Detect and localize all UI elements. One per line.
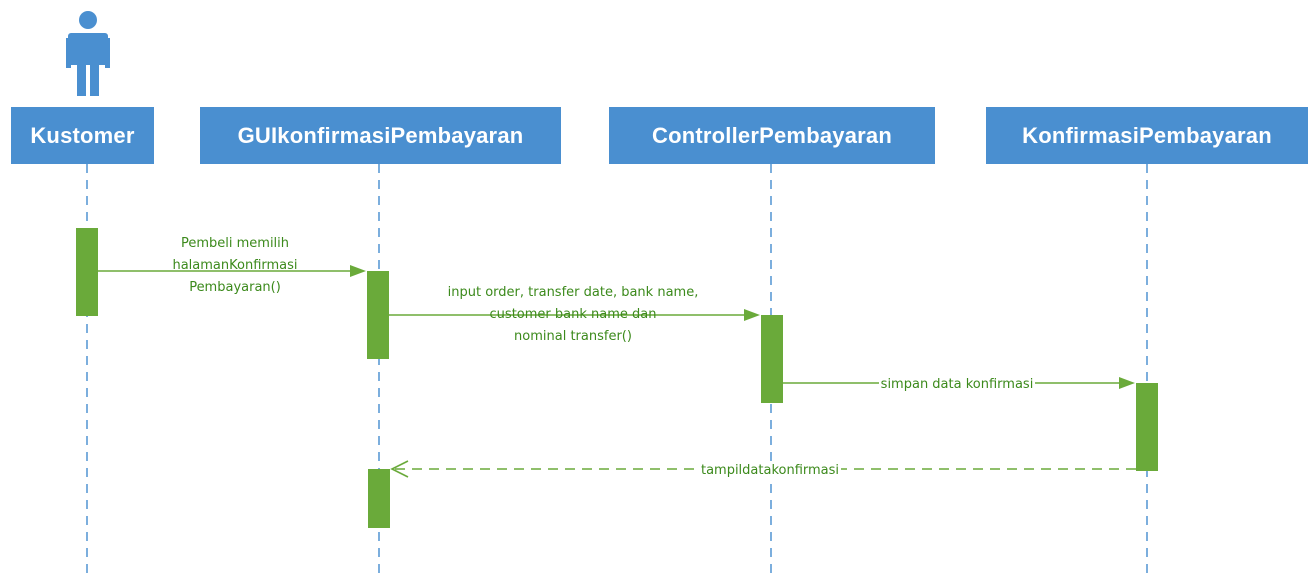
message-label-2: input order, transfer date, bank name, c…	[418, 282, 728, 348]
message-line: Pembeli memilih	[180, 236, 290, 251]
actor-icon	[66, 11, 110, 96]
activation-controller	[761, 315, 783, 403]
message-arrow-2	[389, 309, 760, 321]
message-line: tampildatakonfirmasi	[698, 463, 842, 478]
activation-gui-2	[368, 469, 390, 528]
message-label-3: simpan data konfirmasi	[862, 374, 1052, 396]
message-line: halamanKonfirmasi	[172, 258, 298, 273]
message-line: Pembayaran()	[189, 280, 281, 295]
activation-konfirmasi	[1136, 383, 1158, 471]
lifeline-header-konfirmasi: KonfirmasiPembayaran	[986, 107, 1308, 164]
lifeline-label: KonfirmasiPembayaran	[1022, 122, 1272, 148]
message-label-1: Pembeli memilih halamanKonfirmasi Pembay…	[150, 233, 320, 299]
message-line: input order, transfer date, bank name,	[447, 285, 699, 300]
message-label-4: tampildatakonfirmasi	[680, 460, 860, 482]
message-arrow-1	[98, 265, 366, 277]
lifeline-label: Kustomer	[30, 122, 135, 148]
lifeline-label: GUIkonfirmasiPembayaran	[237, 122, 524, 148]
message-line: nominal transfer()	[514, 329, 632, 344]
return-arrow-4	[390, 460, 1136, 478]
lifeline-header-gui: GUIkonfirmasiPembayaran	[200, 107, 561, 164]
activation-gui-1	[367, 271, 389, 359]
lifeline-header-kustomer: Kustomer	[11, 107, 154, 164]
message-line: simpan data konfirmasi	[878, 377, 1036, 392]
activation-kustomer	[76, 228, 98, 316]
lifeline-label: ControllerPembayaran	[652, 122, 892, 148]
message-line: customer bank name dan	[489, 307, 657, 322]
lifeline-header-controller: ControllerPembayaran	[609, 107, 935, 164]
